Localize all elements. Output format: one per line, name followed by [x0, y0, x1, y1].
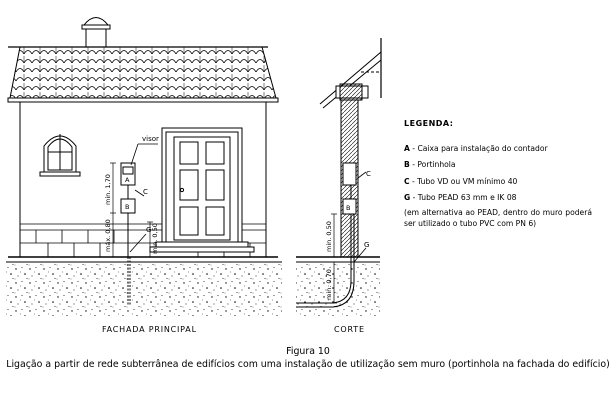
figure-caption: Ligação a partir de rede subterrânea de …: [6, 359, 610, 370]
section-soil: [296, 262, 380, 316]
dim-min-170: min. 1,70: [104, 174, 112, 205]
label-visor: visor: [142, 135, 159, 143]
legend-title: LEGENDA:: [404, 119, 454, 128]
front-door: [149, 127, 255, 253]
dim-min-070: min. 0,70: [325, 269, 333, 300]
label-b: B: [125, 203, 129, 211]
figure-number: Figura 10: [286, 346, 330, 357]
legend-item-b: B - Portinhola: [404, 160, 456, 169]
meter-assembly: [120, 143, 158, 306]
legend-item-g: G - Tubo PEAD 63 mm e IK 08: [404, 193, 517, 202]
label-g-front: G: [146, 226, 151, 234]
dim-min-050-front: min. 0,50: [151, 223, 159, 254]
dim-min-050-side: min. 0,50: [325, 221, 333, 252]
dimension-lines-front: [110, 162, 153, 258]
legend-note: (em alternativa ao PEAD, dentro do muro …: [404, 208, 592, 228]
label-a: A: [125, 176, 130, 184]
label-c-side: C: [366, 170, 371, 178]
legend-item-c: C - Tubo VD ou VM mínimo 40: [404, 177, 518, 186]
legend-item-a: A - Caixa para instalação do contador: [404, 144, 548, 153]
front-elevation: [6, 17, 282, 316]
dim-max-080: máx. 0,80: [104, 219, 112, 252]
label-g-side: G: [364, 241, 369, 249]
section-view: [296, 38, 382, 316]
view-title-fachada: FACHADA PRINCIPAL: [102, 325, 197, 334]
view-title-corte: CORTE: [334, 325, 365, 334]
dimension-lines-section: [331, 213, 337, 304]
arched-window: [39, 134, 81, 177]
section-boxes: [342, 162, 367, 215]
ground-soil: [6, 262, 282, 316]
section-roof: [319, 38, 382, 109]
roof-tiles: [7, 46, 279, 103]
chimney: [81, 17, 111, 48]
label-b-side: B: [346, 204, 350, 212]
label-c-front: C: [143, 188, 148, 196]
